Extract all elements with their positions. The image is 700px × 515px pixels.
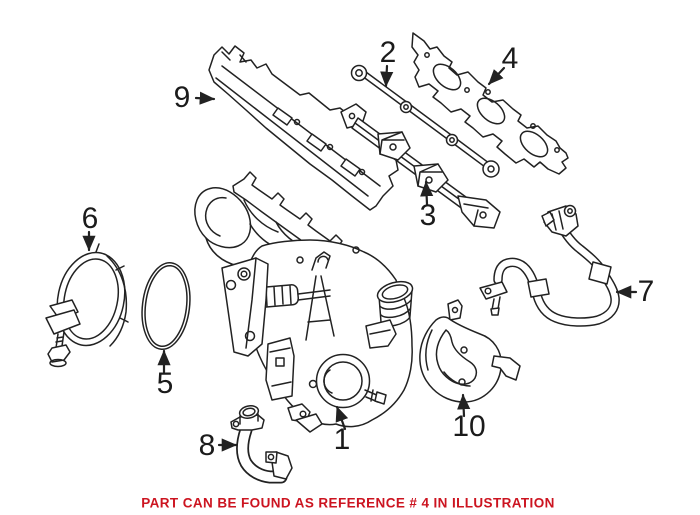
callout-arrow-2 [380,64,394,88]
callout-arrow-10 [457,393,471,418]
callout-arrow-1 [335,405,349,431]
reference-note: PART CAN BE FOUND AS REFERENCE # 4 IN IL… [141,495,555,511]
callout-4: 4 [501,42,519,75]
callout-arrows [82,64,638,452]
callout-5: 5 [156,367,174,400]
upper-heat-shield-drawing [208,45,399,211]
callout-3: 3 [419,199,437,232]
callout-9: 9 [173,81,191,114]
lower-heat-shield-drawing [419,299,521,403]
oil-feed-line-drawing [479,204,620,327]
callout-7: 7 [637,275,655,308]
callout-6: 6 [81,202,99,235]
oil-return-pipe-drawing [230,405,293,484]
stay-rod-drawing [350,64,500,178]
seal-ring-drawing [141,261,191,351]
v-band-clamp-drawing [45,243,129,368]
callout-arrow-9 [194,91,216,105]
callout-arrow-3 [420,180,434,206]
callout-1: 1 [333,423,351,456]
callout-arrow-4 [487,66,506,86]
turbocharger-drawing [194,171,414,433]
callout-10: 10 [452,410,486,443]
exhaust-manifold-gasket-drawing [411,32,569,175]
callout-2: 2 [379,36,397,69]
callout-8: 8 [198,429,216,462]
